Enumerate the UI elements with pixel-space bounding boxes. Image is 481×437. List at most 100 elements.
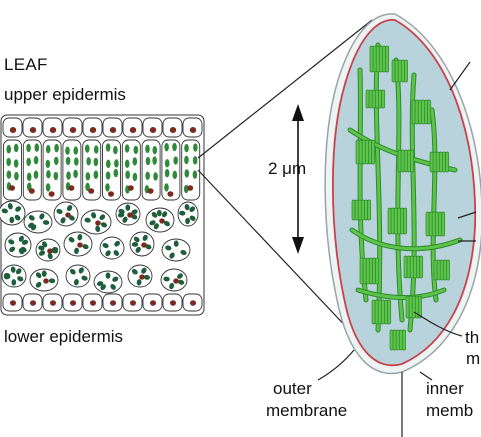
chloroplast-small: [73, 146, 79, 155]
chloroplast-small: [84, 217, 91, 223]
nucleus: [29, 127, 37, 133]
chloroplast-small: [185, 217, 190, 225]
nucleus: [28, 188, 35, 194]
scale-bar: 2 μm: [268, 104, 306, 254]
chloroplast-small: [35, 281, 42, 288]
thylakoid-disc: [446, 259, 450, 281]
thylakoid-disc: [398, 329, 403, 351]
chloroplast-small: [82, 244, 89, 250]
thylakoid-disc: [377, 299, 382, 325]
nucleus: [189, 127, 197, 133]
chloroplast-small: [136, 279, 142, 286]
leader-outer-membrane: [317, 349, 355, 381]
nucleus: [50, 300, 56, 306]
stroma-lamella-highlight: [350, 228, 462, 251]
chloroplast-small: [33, 170, 39, 179]
granum: [351, 199, 372, 221]
chloroplast-small: [105, 183, 110, 192]
chloroplast-small: [145, 244, 152, 250]
chloroplast-small: [193, 143, 198, 152]
thylakoid-disc: [372, 45, 377, 73]
thylakoid-disc: [414, 99, 419, 125]
chloroplast-small: [38, 245, 45, 251]
chloroplast-small: [105, 250, 111, 257]
chloroplast-small: [132, 157, 138, 166]
chloroplast-small: [10, 266, 16, 273]
chloroplast-small: [93, 170, 99, 179]
thylakoid-disc: [405, 295, 410, 319]
thylakoid-disc: [409, 255, 414, 279]
palisade-cell: [102, 139, 121, 201]
chloroplast-small: [45, 145, 51, 154]
thylakoid-disc: [410, 149, 414, 173]
chloroplast-small: [28, 222, 35, 228]
thylakoid-disc: [429, 151, 434, 173]
thylakoid-label-line2: m: [466, 349, 480, 368]
thylakoid-disc: [361, 139, 366, 165]
thylakoid-disc: [365, 257, 370, 285]
granum: [387, 207, 408, 235]
thylakoid-disc: [441, 211, 446, 237]
thylakoid-disc: [364, 139, 369, 165]
chloroplast-small: [77, 234, 83, 241]
chloroplast-small: [96, 281, 104, 287]
lower-epidermis-cells: [2, 293, 203, 312]
chloroplast-small: [125, 204, 131, 211]
nucleus: [47, 248, 53, 254]
nucleus: [167, 191, 174, 197]
nucleus: [147, 188, 154, 194]
thylakoid-disc: [387, 207, 392, 235]
chloroplast-small: [105, 171, 111, 180]
thylakoid-disc: [400, 149, 405, 173]
thylakoid-disc: [382, 45, 386, 73]
thylakoid-disc: [372, 257, 376, 285]
chloroplast-small: [35, 272, 42, 279]
chloroplast-small: [42, 220, 50, 225]
palisade-cell: [3, 139, 22, 201]
chloroplast-small: [15, 268, 22, 275]
zoom-line-bottom: [197, 169, 371, 353]
chloroplast-small: [143, 274, 150, 280]
chloroplast-small: [11, 279, 17, 286]
chloroplast-small: [149, 220, 156, 226]
thylakoid-disc: [420, 99, 425, 125]
granum: [391, 59, 408, 83]
nucleus: [129, 127, 137, 133]
chloroplast-small: [74, 157, 79, 166]
nucleus: [108, 191, 114, 197]
granum: [429, 151, 450, 173]
thylakoid-disc: [416, 255, 420, 279]
chloroplast-small: [122, 216, 128, 223]
chloroplast-small: [26, 143, 31, 153]
thylakoid-disc: [359, 257, 364, 285]
chloroplast-small: [124, 159, 130, 169]
thylakoid-disc: [406, 255, 411, 279]
chloroplast-small: [8, 239, 15, 245]
nucleus: [88, 188, 95, 194]
thylakoid-disc: [360, 199, 365, 221]
nucleus: [49, 127, 57, 133]
palisade-cell: [141, 139, 161, 201]
chloroplast-small: [113, 168, 119, 178]
thylakoid-disc: [355, 139, 360, 165]
nucleus: [90, 300, 96, 306]
chloroplast-small: [133, 236, 140, 243]
chloroplast-small: [26, 172, 32, 182]
thylakoid-disc: [387, 299, 392, 325]
thylakoid-disc: [411, 295, 416, 319]
thylakoid-disc: [354, 199, 359, 221]
leaf-cross-section: [0, 114, 205, 316]
thylakoid-disc: [406, 149, 411, 173]
thylakoid-disc: [417, 99, 422, 125]
chloroplast-small: [39, 213, 45, 220]
chloroplast-small: [56, 208, 63, 214]
nucleus: [169, 127, 177, 133]
thylakoid-disc: [400, 59, 405, 83]
thylakoid-disc: [364, 199, 368, 221]
thylakoid-disc: [378, 45, 383, 73]
granum: [403, 255, 424, 279]
thylakoid-disc: [381, 89, 386, 109]
chloroplast-small: [48, 278, 56, 284]
chloroplast-small: [105, 143, 111, 152]
